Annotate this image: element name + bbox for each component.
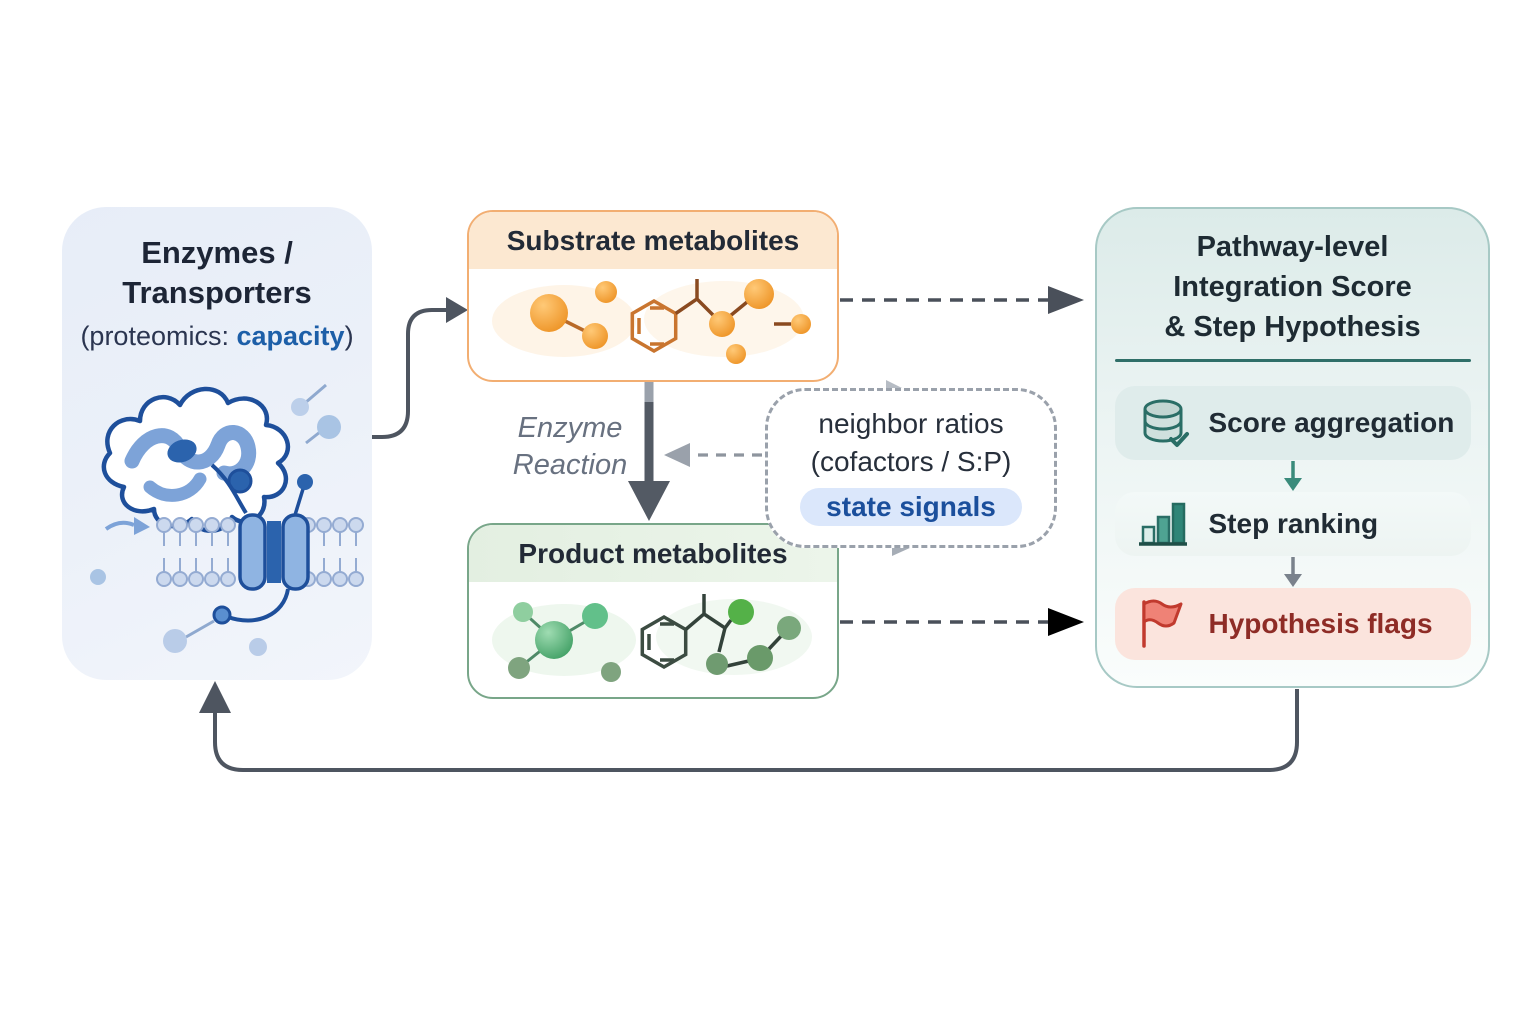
enzyme-transporter-illustration [90, 383, 364, 656]
transport-direction-arrow [104, 517, 150, 535]
title-divider [1114, 359, 1471, 362]
step-ranking-label: Step ranking [1208, 508, 1379, 539]
substrate-box-header: Substrate metabolites [469, 212, 837, 269]
neighbor-ratios-line1: neighbor ratios [818, 408, 1004, 439]
flag-icon [1141, 599, 1182, 648]
neighbor-ratios-line2: (cofactors / S:P) [810, 446, 1012, 477]
product-box-body [469, 582, 837, 697]
product-molecules-illustration [492, 594, 812, 682]
left-panel-subtitle: (proteomics: capacity) [80, 321, 354, 351]
substrate-to-score-dashed-arrow [840, 286, 1084, 314]
right-panel-title-line3: & Step Hypothesis [1164, 311, 1421, 343]
substrate-box-title: Substrate metabolites [506, 224, 800, 256]
state-signals-badge: state signals [800, 488, 1022, 526]
step-ranking-item: Step ranking [1114, 492, 1471, 556]
pathway-integration-panel: Pathway-level Integration Score & Step H… [1095, 207, 1490, 688]
score-to-ranking-arrow [1283, 461, 1302, 491]
enzyme-protein-icon [101, 386, 291, 533]
bar-chart-icon [1138, 502, 1187, 546]
ranking-to-flags-arrow [1283, 557, 1302, 587]
feedback-loop-arrow [199, 681, 1299, 772]
right-panel-title-line2: Integration Score [1173, 271, 1412, 303]
enzyme-reaction-label: Enzyme Reaction [512, 412, 628, 481]
score-aggregation-label: Score aggregation [1208, 407, 1455, 438]
database-icon [1143, 399, 1189, 447]
enzymes-transporters-panel: Enzymes / Transporters (proteomics: capa… [62, 207, 372, 680]
product-metabolites-box: Product metabolites [467, 523, 839, 699]
metabolite-dot [249, 638, 267, 656]
substrate-molecules-illustration [492, 279, 811, 364]
score-aggregation-item: Score aggregation [1114, 386, 1471, 460]
capacity-highlight: capacity [236, 321, 345, 351]
hypothesis-flags-label: Hypothesis flags [1208, 608, 1433, 639]
neighbor-ratios-bubble: neighbor ratios (cofactors / S:P) state … [765, 388, 1057, 548]
enzyme-to-substrate-arrow [328, 297, 468, 439]
right-panel-title-line1: Pathway-level [1196, 231, 1389, 263]
substrate-box-body [469, 269, 837, 380]
product-to-score-dashed-arrow [840, 608, 1084, 636]
ligand-molecules-icon [291, 383, 341, 445]
hypothesis-flags-item: Hypothesis flags [1114, 588, 1471, 660]
product-box-title: Product metabolites [518, 537, 788, 569]
metabolite-dot [90, 569, 106, 585]
substrate-metabolites-box: Substrate metabolites [467, 210, 839, 382]
reaction-down-arrow [628, 378, 670, 521]
left-panel-title-line1: Enzymes / [141, 235, 293, 270]
bubble-to-reaction-dashed-arrow [664, 443, 762, 467]
left-panel-title-line2: Transporters [122, 275, 312, 310]
product-box-header: Product metabolites [469, 525, 837, 582]
membrane-transporter-icon [156, 463, 364, 653]
